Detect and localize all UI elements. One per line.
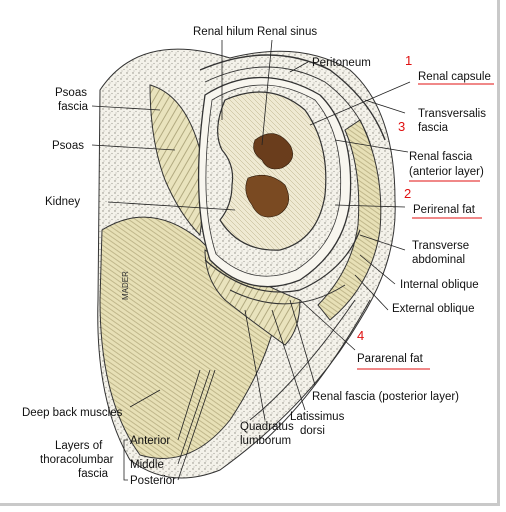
label-internal-oblique: Internal oblique: [400, 279, 479, 291]
abdominal-wall-muscles: [317, 119, 382, 321]
peritoneum-line: [199, 54, 386, 141]
renal-pelvis: [245, 174, 290, 218]
label-peritoneum: Peritoneum: [312, 57, 371, 69]
red-underlines: [357, 83, 494, 370]
label-posterior: Posterior: [130, 475, 176, 487]
number-1: 1: [405, 53, 412, 68]
label-transverse-line1: Transverse: [412, 240, 469, 252]
number-2: 2: [404, 186, 411, 201]
label-anterior: Anterior: [130, 435, 170, 447]
label-transverse-line2: abdominal: [412, 254, 465, 266]
label-renal-fascia-anterior-line1: Renal fascia: [409, 151, 473, 163]
label-middle: Middle: [130, 459, 164, 471]
label-transversalis-line2: fascia: [418, 122, 449, 134]
figure-frame: Renal hilum Renal sinus Peritoneum 1 Ren…: [0, 0, 500, 506]
kidney: [217, 91, 327, 251]
thoracolumbar-fascia-curves: [229, 284, 371, 441]
label-external-oblique: External oblique: [392, 303, 474, 315]
label-quadratus-line1: Quadratus: [240, 421, 294, 433]
label-perirenal-fat: Perirenal fat: [413, 204, 476, 216]
label-latissimus-line2: dorsi: [300, 425, 325, 437]
label-psoas: Psoas: [52, 140, 84, 152]
label-psoas-fascia-line1: Psoas: [55, 87, 87, 99]
label-layers-line1: Layers of: [55, 440, 103, 452]
leader-lines: [91, 39, 411, 481]
label-quadratus-line2: lumborum: [240, 435, 291, 447]
label-kidney: Kidney: [45, 196, 80, 208]
label-renal-sinus: Renal sinus: [257, 26, 317, 38]
label-latissimus-line1: Latissimus: [290, 411, 345, 423]
label-layers-line2: thoracolumbar: [40, 454, 114, 466]
label-layers-line3: fascia: [78, 468, 109, 480]
label-pararenal-fat: Pararenal fat: [357, 353, 424, 365]
label-renal-fascia-posterior: Renal fascia (posterior layer): [312, 391, 459, 403]
label-deep-back-muscles: Deep back muscles: [22, 407, 123, 419]
number-3: 3: [398, 119, 405, 134]
artist-signature: MADER: [121, 271, 130, 300]
number-4: 4: [357, 328, 364, 343]
label-renal-capsule: Renal capsule: [418, 71, 491, 83]
label-transversalis-line1: Transversalis: [418, 108, 486, 120]
renal-sinus-vessels: [253, 133, 293, 170]
label-renal-fascia-anterior-line2: (anterior layer): [409, 166, 484, 178]
label-renal-hilum: Renal hilum: [193, 26, 254, 38]
renal-fascia-posterior: [204, 229, 361, 293]
transversalis-fascia-line: [204, 66, 373, 151]
psoas-muscle: [149, 84, 203, 237]
layers-bracket: [123, 439, 128, 481]
label-psoas-fascia-line2: fascia: [58, 101, 89, 113]
